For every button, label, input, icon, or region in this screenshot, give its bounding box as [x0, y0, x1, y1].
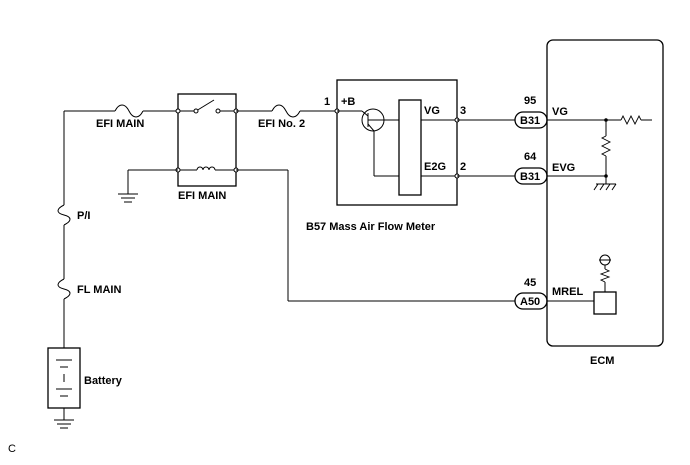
- efi-main-fuse: EFI MAIN: [96, 104, 178, 130]
- figure-code: C: [8, 443, 16, 455]
- pi-fuse-label: P/I: [77, 210, 90, 222]
- efi-no2-fuse: EFI No. 2: [236, 104, 337, 130]
- fl-main-fuse: FL MAIN: [57, 278, 121, 300]
- ecm-pin-name-vg: VG: [552, 106, 568, 118]
- relay-label: EFI MAIN: [178, 190, 226, 202]
- battery: Battery: [47, 347, 123, 429]
- ecm-pin-num-evg: 64: [524, 151, 537, 163]
- ecm-pin-name-mrel: MREL: [552, 286, 583, 298]
- maf-pin2-name: E2G: [424, 161, 446, 173]
- mrel-wire: [236, 169, 515, 302]
- pi-fuse: P/I: [57, 204, 90, 226]
- ecm-pin-num-mrel: 45: [524, 277, 536, 289]
- ecm-pin-name-evg: EVG: [552, 162, 575, 174]
- maf-pin2-num: 2: [460, 161, 466, 173]
- battery-label: Battery: [84, 375, 123, 387]
- relay-ground: [118, 169, 178, 203]
- fl-main-fuse-label: FL MAIN: [77, 284, 121, 296]
- ecm-label: ECM: [590, 355, 614, 367]
- maf-label: B57 Mass Air Flow Meter: [306, 221, 436, 233]
- ecm-connector-mrel: A50: [520, 296, 540, 308]
- maf-pin1-name: +B: [341, 96, 355, 108]
- maf-pin1-num: 1: [324, 96, 330, 108]
- efi-main-fuse-label: EFI MAIN: [96, 118, 144, 130]
- efi-no2-fuse-label: EFI No. 2: [258, 118, 305, 130]
- maf-ecm-wires: [457, 119, 515, 177]
- ecm-connector-evg: B31: [520, 171, 540, 183]
- main-wire-left: [63, 110, 115, 348]
- mass-air-flow-meter: 1 +B VG 3 E2G 2 B57 Mass Air Flow Meter: [306, 79, 466, 233]
- ecm-connector-vg: B31: [520, 115, 540, 127]
- maf-pin3-name: VG: [424, 105, 440, 117]
- ecm: ECM 95 B31 VG 64 B31 EVG 45 A50 MREL: [514, 39, 664, 367]
- maf-pin3-num: 3: [460, 105, 466, 117]
- ecm-pin-num-vg: 95: [524, 95, 536, 107]
- efi-main-relay: EFI MAIN: [175, 93, 239, 202]
